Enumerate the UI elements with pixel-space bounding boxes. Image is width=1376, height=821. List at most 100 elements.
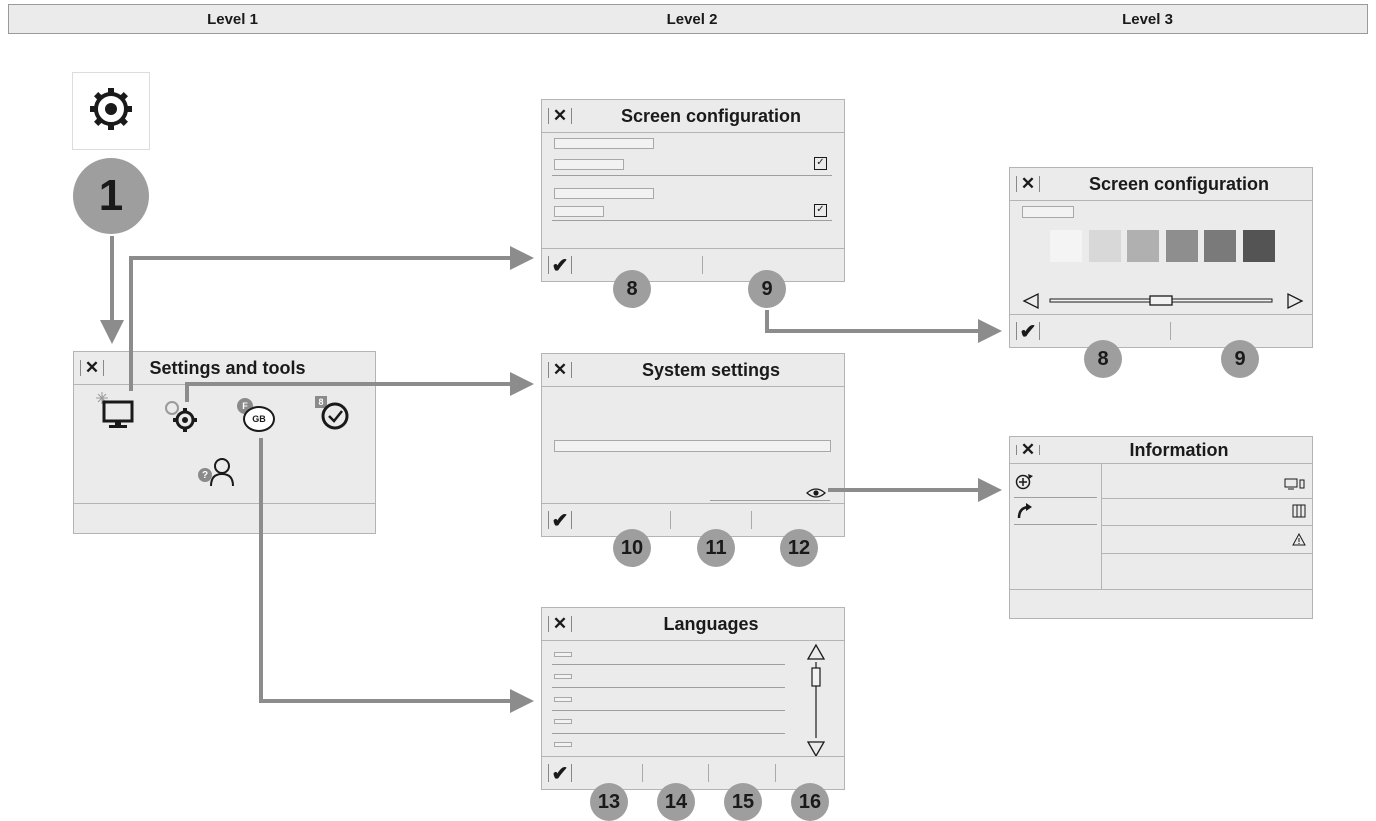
settings-tile[interactable] [72,72,150,150]
color-swatch[interactable] [1204,230,1236,262]
badge-14: 14 [657,783,695,821]
close-button[interactable]: ✕ [542,354,578,386]
gear-icon [90,88,132,130]
language-item[interactable] [554,697,572,702]
divider [1014,524,1097,525]
setting-field[interactable] [554,440,831,452]
badge-12: 12 [780,529,818,567]
badge-16: 16 [791,783,829,821]
checkbox-icon[interactable]: ✓ [814,157,827,170]
option-field[interactable] [554,159,624,170]
level-2-header: Level 2 [456,4,929,34]
footer-separator [775,764,776,782]
settings-gear-icon[interactable] [162,396,202,436]
divider [1014,497,1097,498]
confirm-button[interactable]: ✔ [1010,315,1046,347]
language-item[interactable] [554,719,572,724]
confirm-button[interactable]: ✔ [542,249,578,281]
badge-11: 11 [697,529,735,567]
screen-config-panel: ✕ Screen configuration ✓ ✓ ✔ [541,99,845,282]
divider [552,664,785,665]
system-settings-panel: ✕ System settings ✔ [541,353,845,537]
language-item[interactable] [554,742,572,747]
color-swatch[interactable] [1088,230,1121,262]
screen-config-color-panel: ✕ Screen configuration ✔ [1009,167,1313,348]
column-divider [1101,464,1102,589]
scroll-thumb [811,667,821,687]
color-swatch[interactable] [1242,230,1275,262]
label-field [554,138,654,149]
slider-left-icon [1022,292,1039,310]
sync-icon[interactable] [1014,473,1034,491]
scroll-up-icon [806,643,826,660]
arrow-9-to-color-config [765,310,1002,343]
close-button[interactable]: ✕ [74,352,110,384]
color-swatch[interactable] [1127,230,1159,262]
scroll-down-icon [806,741,826,758]
panel-title: Information [1129,439,1229,460]
close-button[interactable]: ✕ [1010,437,1046,463]
close-button[interactable]: ✕ [1010,168,1046,200]
help-user-icon[interactable]: ? [198,454,238,490]
languages-panel: ✕ Languages ✔ [541,607,845,790]
divider [1102,498,1312,499]
footer-separator [708,764,709,782]
brightness-slider[interactable] [1022,291,1304,311]
divider [552,710,785,711]
panel-title: System settings [641,359,781,380]
language-item[interactable] [554,652,572,657]
divider [552,175,832,176]
footer-separator [751,511,752,529]
panel-title: Languages [663,613,759,634]
option-field[interactable] [554,206,604,217]
warning-icon [1292,533,1306,546]
eye-icon[interactable] [806,487,826,499]
panel-footer-divider [1010,589,1312,590]
panel-footer-divider [74,503,375,504]
color-swatch[interactable] [1165,230,1198,262]
badge-8: 8 [1084,340,1122,378]
slider-right-icon [1287,292,1304,310]
footer-separator [702,256,703,274]
footer-separator [642,764,643,782]
divider [552,733,785,734]
checkbox-icon[interactable]: ✓ [814,204,827,217]
color-swatch[interactable] [1050,230,1082,262]
level-1-header: Level 1 [8,4,457,34]
badge-13: 13 [590,783,628,821]
settings-tools-panel: ✕ Settings and tools F GB 8 ? [73,351,376,534]
display-icon[interactable] [94,390,138,434]
language-item[interactable] [554,674,572,679]
scrollbar[interactable] [804,642,828,760]
badge-9: 9 [748,270,786,308]
arrow-return-icon[interactable] [1016,502,1034,520]
close-button[interactable]: ✕ [542,100,578,132]
badge-9: 9 [1221,340,1259,378]
step-1-badge: 1 [73,158,149,234]
close-button[interactable]: ✕ [542,608,578,640]
language-bubble-icon[interactable]: F GB [237,398,277,434]
label-field [554,188,654,199]
footer-separator [670,511,671,529]
confirm-button[interactable]: ✔ [542,504,578,536]
information-panel: ✕ Information [1009,436,1313,619]
panel-title: Screen configuration [1088,173,1270,194]
device-icon [1284,478,1305,490]
footer-separator [1170,322,1171,340]
confirm-button[interactable]: ✔ [542,757,578,789]
level-3-header: Level 3 [928,4,1368,34]
divider [1102,525,1312,526]
divider [552,220,832,221]
panel-title: Settings and tools [149,357,306,378]
divider [552,687,785,688]
label-field [1022,206,1074,218]
clock-icon[interactable]: 8 [315,396,351,432]
panel-title: Screen configuration [620,105,802,126]
divider [1102,553,1312,554]
badge-8: 8 [613,270,651,308]
slider-thumb [1149,295,1173,306]
badge-15: 15 [724,783,762,821]
badge-10: 10 [613,529,651,567]
columns-icon [1292,504,1306,518]
divider [710,500,830,501]
